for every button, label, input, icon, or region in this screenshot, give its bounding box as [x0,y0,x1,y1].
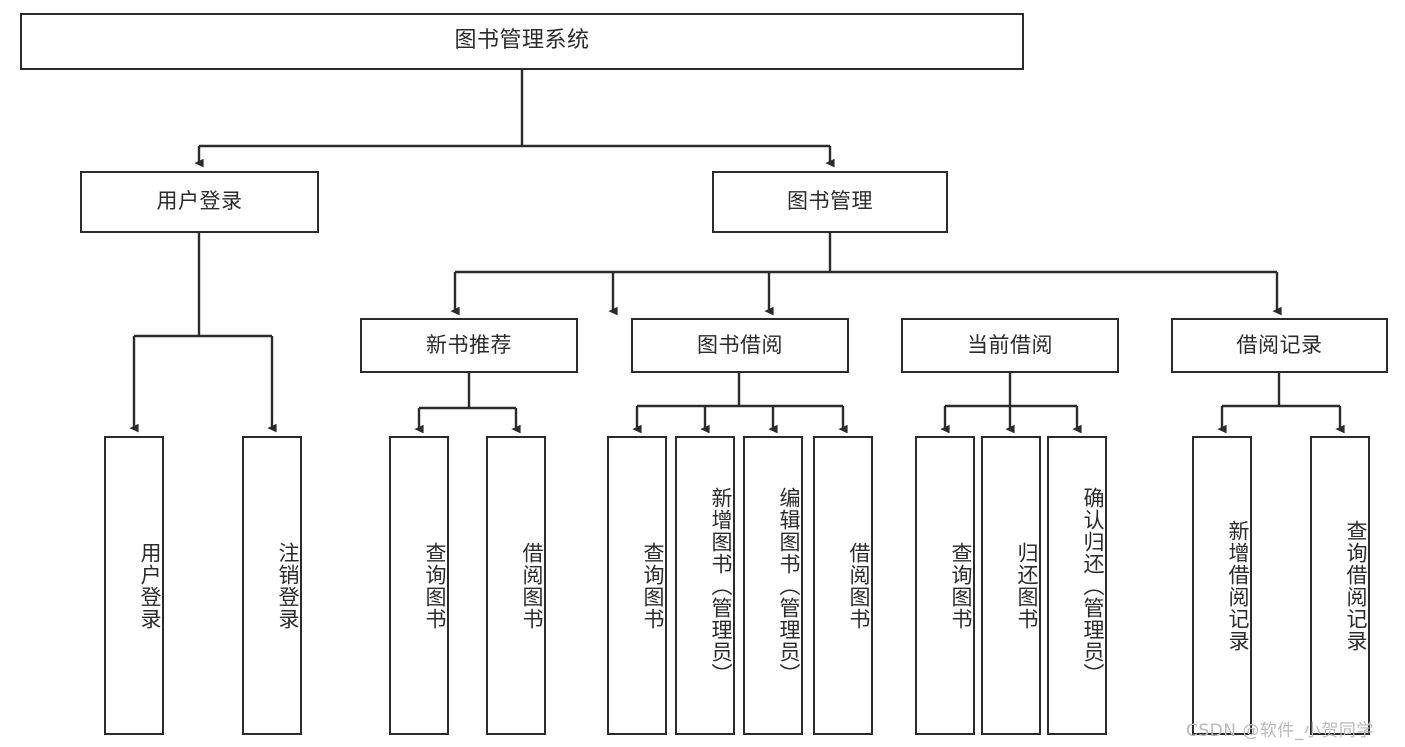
node-new-book-recommend[interactable]: 新书推荐 [360,318,578,373]
node-book-borrow[interactable]: 图书借阅 [631,318,849,373]
node-label: 查询图书 [949,541,973,630]
node-label: 借阅记录 [1236,332,1323,357]
node-label: 用户登录 [138,541,162,630]
node-label: 归还图书 [1015,541,1039,630]
node-label: 新增图书（管理员） [709,486,733,685]
leaf-borrow-edit-book[interactable]: 编辑图书（管理员） [743,436,803,735]
node-label: 确认归还（管理员） [1081,486,1105,685]
node-label: 当前借阅 [967,332,1053,357]
node-label: 图书管理 [787,189,873,214]
node-root-system[interactable]: 图书管理系统 [20,13,1024,70]
node-book-management[interactable]: 图书管理 [712,171,948,233]
node-user-login[interactable]: 用户登录 [80,171,319,233]
node-label: 新增借阅记录 [1226,519,1250,652]
leaf-new-book-borrow[interactable]: 借阅图书 [486,436,546,735]
leaf-borrow-add-book[interactable]: 新增图书（管理员） [675,436,735,735]
node-borrow-records[interactable]: 借阅记录 [1171,318,1388,373]
node-label: 编辑图书（管理员） [777,486,801,685]
leaf-records-add-record[interactable]: 新增借阅记录 [1192,436,1252,735]
node-label: 借阅图书 [847,541,871,630]
leaf-user-login-signout[interactable]: 注销登录 [242,436,302,735]
node-current-borrow[interactable]: 当前借阅 [901,318,1119,373]
node-label: 查询图书 [641,541,665,630]
node-label: 查询借阅记录 [1344,519,1368,652]
leaf-records-query-record[interactable]: 查询借阅记录 [1310,436,1370,735]
node-label: 注销登录 [276,541,300,630]
node-label: 图书管理系统 [454,28,590,54]
leaf-borrow-query-book[interactable]: 查询图书 [607,436,667,735]
node-label: 用户登录 [156,189,243,214]
leaf-new-book-query[interactable]: 查询图书 [389,436,449,735]
node-label: 图书借阅 [697,332,783,357]
csdn-watermark: CSDN @软件_小贺同学 [1186,721,1374,741]
node-label: 查询图书 [423,541,447,630]
node-label: 新书推荐 [426,332,512,357]
leaf-current-return-book[interactable]: 归还图书 [981,436,1041,735]
leaf-user-login-signin[interactable]: 用户登录 [104,436,164,735]
node-label: 借阅图书 [520,541,544,630]
leaf-borrow-borrow-book[interactable]: 借阅图书 [813,436,873,735]
leaf-current-confirm-return[interactable]: 确认归还（管理员） [1047,436,1107,735]
leaf-current-query-book[interactable]: 查询图书 [915,436,975,735]
